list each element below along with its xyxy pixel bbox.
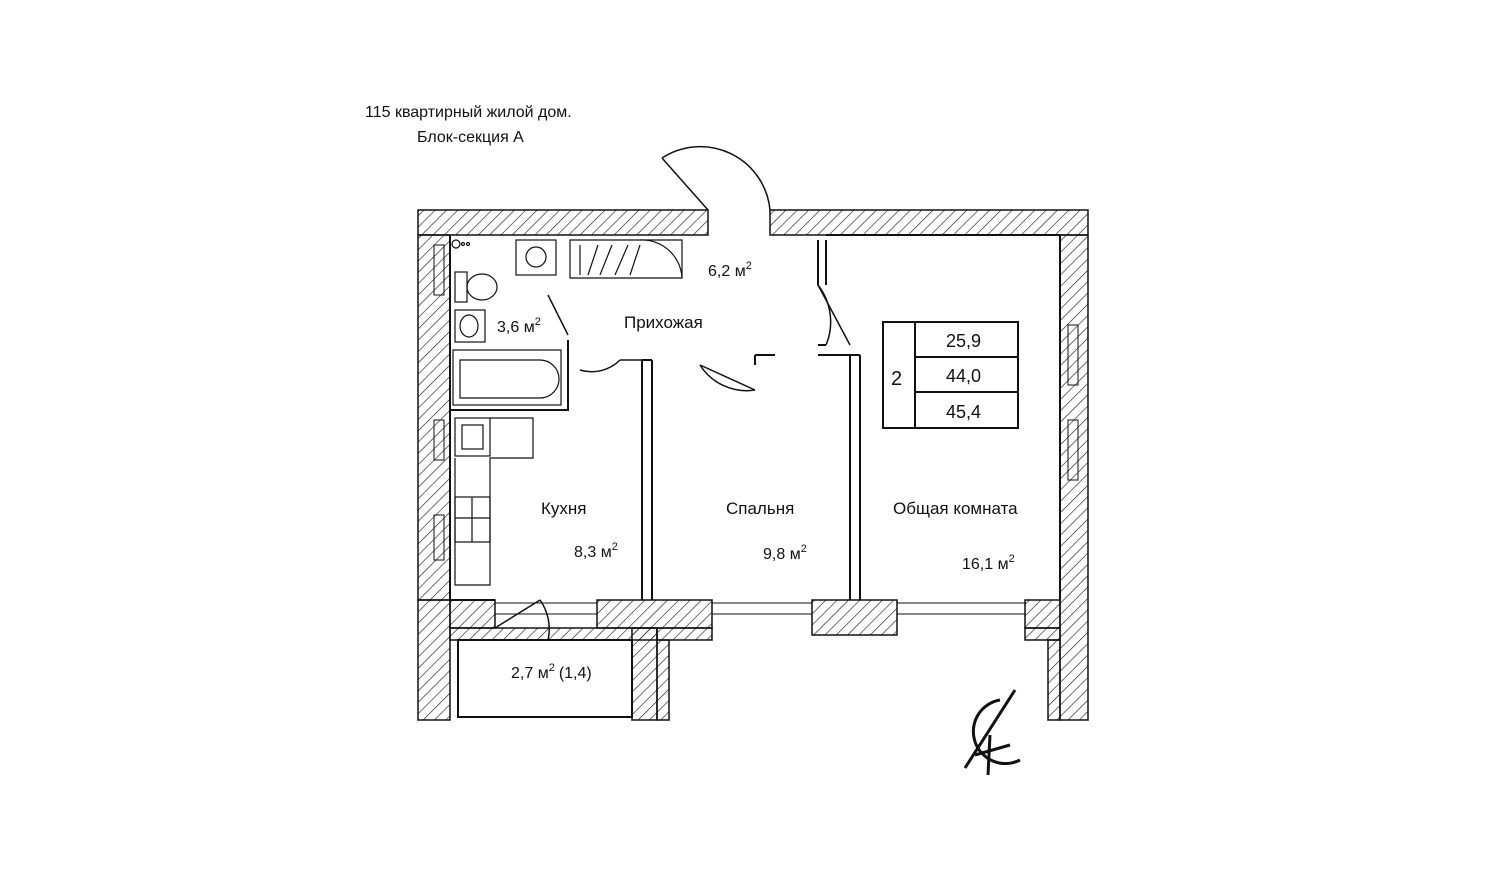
bathroom-area: 3,6 м2 [497, 316, 541, 336]
balcony-outline [457, 639, 633, 718]
fixtures [451, 239, 683, 586]
doors [494, 145, 851, 641]
hall-name: Прихожая [624, 313, 703, 332]
area-table-values: 2 25,9 44,0 45,4 [891, 331, 981, 422]
total-area-value: 44,0 [946, 366, 981, 386]
exterior-walls [417, 209, 1089, 721]
living-room-area: 16,1 м2 [962, 553, 1015, 573]
total-with-balcony-value: 45,4 [946, 402, 981, 422]
interior-walls [449, 234, 1061, 601]
north-arrow-icon [963, 689, 1021, 776]
kitchen-area: 8,3 м2 [574, 541, 618, 561]
rooms-count: 2 [891, 368, 902, 390]
windows [433, 244, 1079, 615]
kitchen-name: Кухня [541, 499, 587, 518]
header-subtitle: Блок-секция А [417, 129, 524, 146]
living-area-value: 25,9 [946, 331, 981, 351]
bedroom-area: 9,8 м2 [763, 543, 807, 563]
header-title: 115 квартирный жилой дом. [365, 104, 572, 121]
bedroom-name: Спальня [726, 499, 794, 518]
room-labels: 3,6 м2 6,2 м2 Прихожая Кухня 8,3 м2 Спал… [497, 260, 1018, 682]
area-table [882, 321, 1019, 429]
balcony-area: 2,7 м2(1,4) [511, 662, 592, 682]
living-room-name: Общая комната [893, 499, 1018, 518]
hall-area: 6,2 м2 [708, 260, 752, 280]
